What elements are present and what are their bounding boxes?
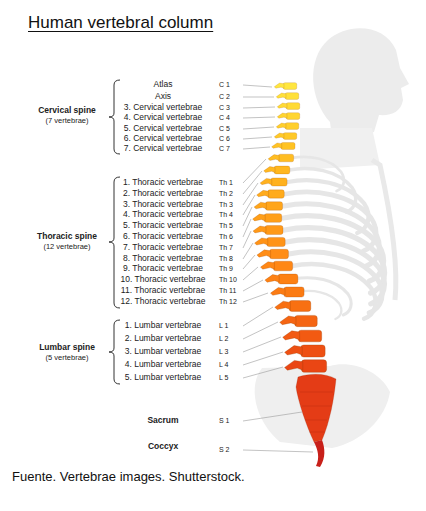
vertebra-name: 1. Lumbar vertebrae [105,321,221,331]
vertebra [260,178,287,186]
vertebra [276,123,299,130]
vertebra-code: C 1 [219,81,230,89]
vertebra [264,166,290,174]
source-caption: Fuente. Vertebrae images. Shutterstock. [12,470,245,485]
vertebra-name: 11. Thoracic vertebrae [105,286,221,296]
vertebra-name: 5. Thoracic vertebrae [105,221,221,231]
vertebra-code: C 2 [219,93,230,101]
vertebrae [253,83,336,467]
vertebra [257,190,285,198]
region-count: (7 vertebrae) [17,117,117,126]
vertebra [254,202,282,211]
vertebra-code: S 2 [219,446,230,454]
vertebra [283,330,322,342]
vertebra-code: L 2 [219,335,228,343]
vertebra [255,237,286,246]
part-name: Coccyx [105,442,221,452]
vertebra-name: 8. Thoracic vertebrae [105,254,221,264]
vertebra [274,133,297,140]
vertebra-name: 9. Thoracic vertebrae [105,264,221,274]
vertebra-name: 7. Thoracic vertebrae [105,243,221,253]
vertebra-name: 1. Thoracic vertebrae [105,178,221,188]
vertebra [276,93,299,100]
vertebra-name: 4. Cervical vertebrae [105,113,221,123]
region-heading: Lumbar spine [17,343,117,353]
vertebra [272,142,295,149]
vertebra-name: 3. Lumbar vertebrae [105,347,221,357]
vertebra-code: L 3 [219,348,228,356]
vertebra [253,214,282,223]
vertebra [265,274,298,284]
vertebra-code: Th 5 [219,222,233,230]
vertebra-name: 6. Cervical vertebrae [105,134,221,144]
region-heading: Cervical spine [17,106,117,116]
vertebra-name: 6. Thoracic vertebrae [105,232,221,242]
vertebra-code: C 3 [219,104,230,112]
vertebra-code: Th 6 [219,233,233,241]
vertebra-name: Atlas [105,80,221,90]
vertebra-code: C 5 [219,125,230,133]
vertebra-code: Th 11 [219,287,236,295]
vertebra-code: Th 10 [219,276,237,284]
part-name: Sacrum [105,416,221,426]
vertebra-code: S 1 [219,417,230,425]
vertebra-name: 7. Cervical vertebrae [105,144,221,154]
head-silhouette [313,28,409,138]
vertebra-code: Th 1 [219,179,233,187]
vertebra-code: Th 4 [219,211,233,219]
vertebra-name: Axis [105,92,221,102]
vertebra-code: C 7 [219,145,230,153]
vertebra [280,315,318,326]
vertebra [261,261,293,271]
vertebra [285,360,327,373]
region-count: (12 vertebrae) [17,243,117,252]
vertebra [270,287,304,297]
region-heading: Thoracic spine [17,232,117,242]
vertebra [268,154,294,162]
vertebra-name: 3. Cervical vertebrae [105,103,221,113]
vertebra [277,113,300,120]
vertebra [257,249,289,258]
vertebra-code: L 1 [219,322,228,330]
vertebra [253,226,283,235]
vertebra [277,103,300,110]
vertebra-name: 12. Thoracic vertebrae [105,297,221,307]
vertebra-code: C 4 [219,114,230,122]
vertebra-name: 4. Thoracic vertebrae [105,210,221,220]
vertebra-code: Th 7 [219,244,233,252]
vertebra-name: 10. Thoracic vertebrae [105,275,221,285]
region-brackets [109,80,120,384]
vertebra-name: 5. Lumbar vertebrae [105,373,221,383]
neck-silhouette [300,128,380,170]
vertebra-code: Th 9 [219,265,233,273]
vertebra [274,83,297,90]
vertebra [285,345,326,357]
sacrum-shape [296,374,336,442]
vertebra-code: Th 8 [219,255,233,263]
vertebra-code: Th 12 [219,298,237,306]
vertebra [275,301,311,312]
pelvis-silhouette [255,364,390,448]
vertebra-name: 2. Lumbar vertebrae [105,334,221,344]
vertebra-name: 4. Lumbar vertebrae [105,360,221,370]
vertebra-name: 2. Thoracic vertebrae [105,189,221,199]
vertebra-code: Th 3 [219,201,233,209]
sacrum-segments [300,392,333,432]
vertebra-name: 5. Cervical vertebrae [105,124,221,134]
coccyx-shape [314,440,324,467]
diagram-title: Human vertebral column [28,13,213,33]
vertebra-code: C 6 [219,135,230,143]
vertebra-name: 3. Thoracic vertebrae [105,200,221,210]
vertebra-code: Th 2 [219,190,233,198]
region-count: (5 vertebrae) [17,354,117,363]
vertebra-code: L 5 [219,374,228,382]
vertebra-code: L 4 [219,361,228,369]
